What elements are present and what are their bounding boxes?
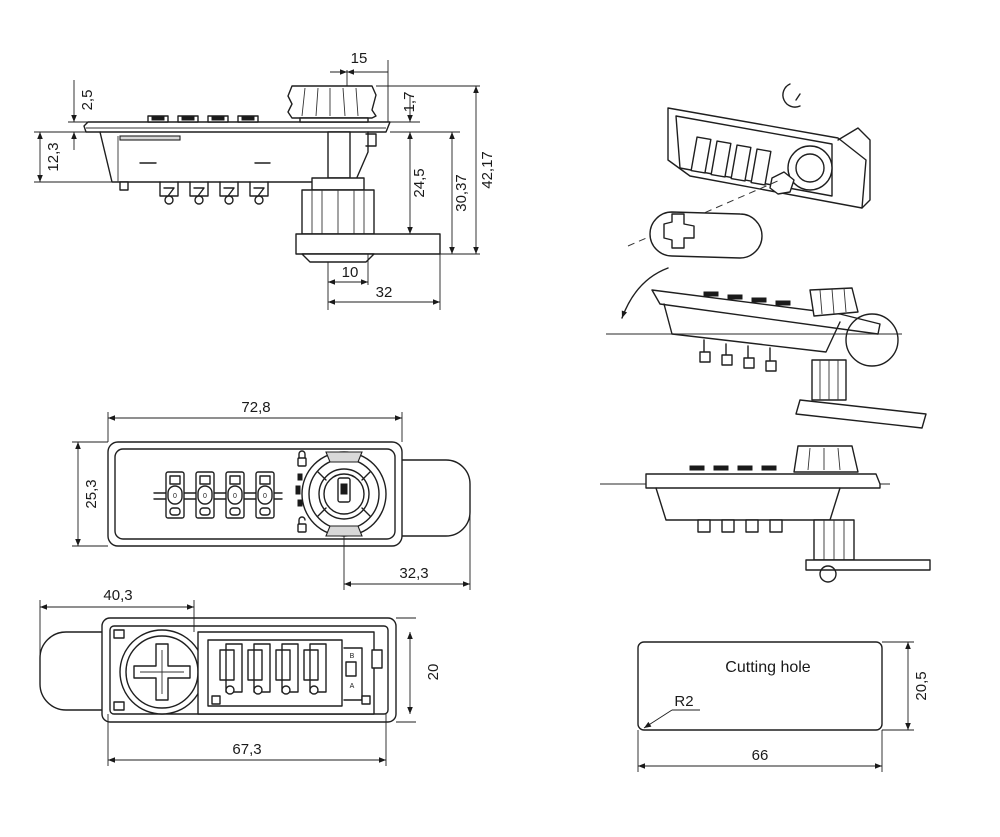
- dim-1-7: 1,7: [401, 92, 418, 113]
- dim-20-5: 20,5: [913, 671, 930, 700]
- dim-40-3: 40,3: [103, 587, 132, 604]
- dim-72-8: 72,8: [241, 399, 270, 416]
- side-dimensions: [34, 60, 480, 310]
- exploded-cam-piece: [649, 211, 763, 259]
- cutting-hole-label: Cutting hole: [725, 659, 810, 676]
- exploded-lock-body: [667, 107, 871, 209]
- cutting-hole: Cutting hole R2 20,5 66: [637, 641, 930, 772]
- exploded-view: [600, 83, 931, 583]
- dim-32: 32: [376, 284, 393, 301]
- dim-66: 66: [752, 747, 769, 764]
- wheel-digit-4: 0: [263, 493, 267, 500]
- dim-24-5: 24,5: [411, 168, 428, 197]
- front-view: 0 0 0 0: [72, 399, 471, 590]
- wheel-digit-3: 0: [233, 493, 237, 500]
- side-view: 15 2,5 1,7 12,3 24,5 30,37 42,17 10 32: [34, 50, 496, 310]
- exploded-assembly-installed: [600, 445, 931, 583]
- side-top-buttons: [147, 115, 259, 123]
- retaining-clip: [782, 83, 801, 108]
- dim-25-3: 25,3: [83, 479, 100, 508]
- dim-30-37: 30,37: [453, 174, 470, 212]
- wheel-digit-2: 0: [203, 493, 207, 500]
- side-knob: [287, 85, 377, 123]
- dim-42-17: 42,17: [479, 151, 496, 189]
- back-view: B A 40,3 20 67,3: [39, 587, 442, 766]
- radius-label: R2: [674, 693, 693, 710]
- back-cam: [119, 629, 205, 715]
- slot-label-b: B: [350, 653, 355, 660]
- front-code-wheels: 0 0 0 0: [153, 471, 283, 519]
- front-dimensions: [72, 412, 471, 590]
- side-bottom-teeth: [119, 181, 269, 205]
- front-lock-indicator: [295, 450, 307, 533]
- dim-15: 15: [351, 50, 368, 67]
- wheel-digit-1: 0: [173, 493, 177, 500]
- dim-20: 20: [425, 664, 442, 681]
- dim-2-5: 2,5: [79, 90, 96, 111]
- dim-12-3: 12,3: [45, 142, 62, 171]
- dim-32-3: 32,3: [399, 565, 428, 582]
- back-dimensions: [39, 600, 416, 766]
- side-cam: [295, 177, 441, 263]
- dim-10: 10: [342, 264, 359, 281]
- exploded-assembly-tilted: [651, 287, 927, 429]
- dim-67-3: 67,3: [232, 741, 261, 758]
- back-mechanism: B A: [113, 629, 383, 715]
- front-knob: [301, 451, 387, 537]
- rotation-arrow: [621, 267, 669, 319]
- side-dimension-labels: 15 2,5 1,7 12,3 24,5 30,37 42,17 10 32: [45, 50, 496, 301]
- slot-label-a: A: [350, 683, 355, 690]
